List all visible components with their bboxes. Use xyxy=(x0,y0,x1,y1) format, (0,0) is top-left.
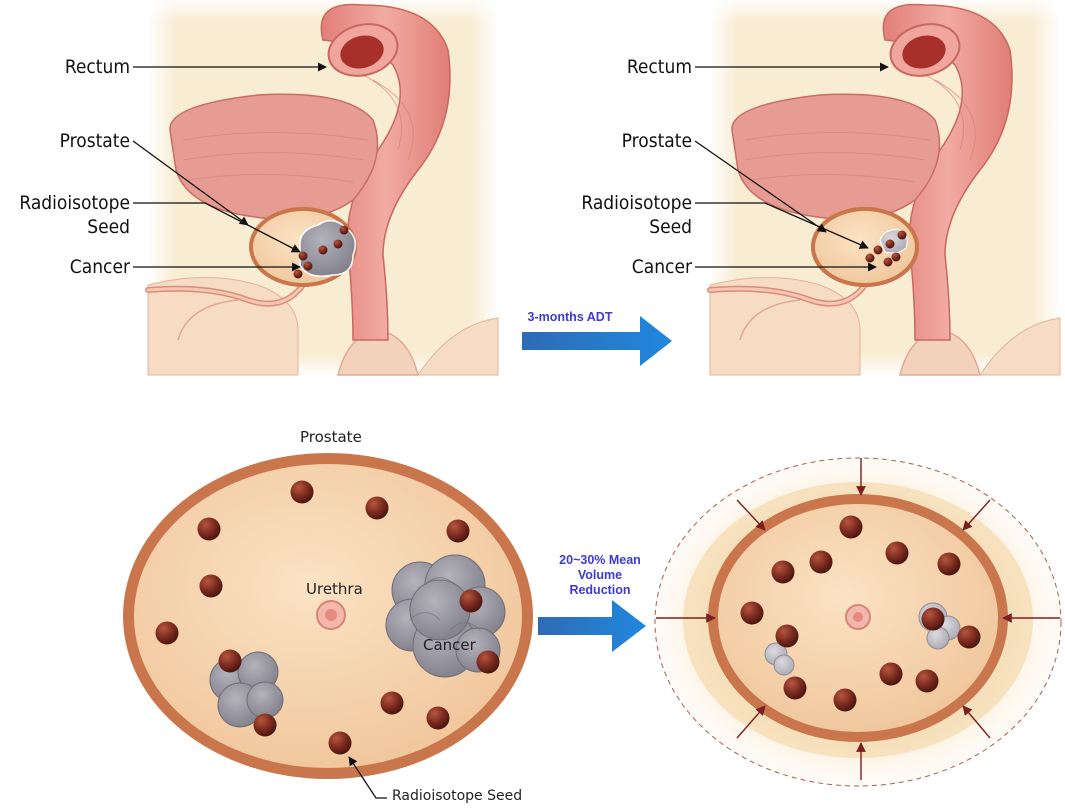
seed xyxy=(886,240,895,249)
caption-adt: 3-months ADT xyxy=(515,310,625,325)
seed xyxy=(884,258,893,267)
label-seed-after-line1: Radioisotope xyxy=(562,192,692,214)
seed xyxy=(892,253,901,262)
label-cancer-cross: Cancer xyxy=(423,636,476,654)
label-prostate-cross: Prostate xyxy=(300,428,362,446)
label-urethra: Urethra xyxy=(306,580,363,598)
label-seed-cross: Radioisotope Seed xyxy=(392,788,522,804)
transition-arrow-bottom xyxy=(538,600,646,652)
label-prostate-after: Prostate xyxy=(592,130,692,152)
sagittal-before-panel xyxy=(148,0,498,375)
seed xyxy=(866,254,875,263)
label-seed-before-line2: Seed xyxy=(0,216,130,238)
label-cancer-after: Cancer xyxy=(592,256,692,278)
caption-reduction-line1: 20~30% Mean xyxy=(540,553,660,568)
seed xyxy=(898,231,907,240)
label-rectum-before: Rectum xyxy=(30,56,130,78)
seed xyxy=(299,252,308,261)
seed xyxy=(304,262,313,271)
seed xyxy=(340,226,349,235)
cross-section-before xyxy=(123,453,533,798)
caption-reduction-line3: Reduction xyxy=(540,583,660,598)
label-rectum-after: Rectum xyxy=(592,56,692,78)
label-prostate-before: Prostate xyxy=(30,130,130,152)
label-seed-before-line1: Radioisotope xyxy=(0,192,130,214)
seed xyxy=(319,246,328,255)
seed xyxy=(294,270,303,279)
seed xyxy=(874,246,883,255)
label-cancer-before: Cancer xyxy=(30,256,130,278)
cross-section-after xyxy=(655,458,1061,786)
label-seed-after-line2: Seed xyxy=(562,216,692,238)
caption-reduction-line2: Volume xyxy=(540,568,660,583)
seed xyxy=(334,240,343,249)
